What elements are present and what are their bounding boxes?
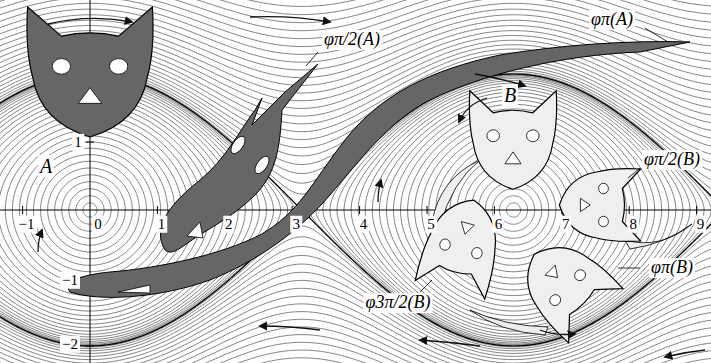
flow-arrow [459, 98, 487, 122]
axis-tick [86, 346, 94, 347]
axis-tick [22, 206, 23, 214]
level-curve [0, 304, 711, 363]
leader-line [628, 168, 640, 178]
tick-label: −1 [17, 216, 37, 233]
axis-tick [696, 206, 697, 214]
leader-line [645, 28, 668, 42]
flow-arrow [665, 350, 705, 357]
set-label: A [38, 155, 54, 177]
set-label: B [502, 84, 518, 106]
level-curve [0, 350, 711, 363]
leader-lines [306, 28, 668, 292]
axis-tick [427, 206, 428, 214]
image-label: φπ(B) [649, 258, 695, 278]
rotated-cat-b [507, 227, 623, 343]
tick-label: 9 [695, 216, 707, 233]
flow-arrow [540, 330, 575, 335]
flow-arrows [38, 17, 705, 357]
flow-arrow [48, 18, 132, 24]
sheared-cat-a [160, 64, 318, 252]
leader-line [618, 268, 640, 269]
axis-tick [494, 206, 495, 214]
cat-eye [228, 134, 248, 156]
image-label: φπ/2(B) [642, 150, 702, 170]
axis-ticks [23, 142, 697, 346]
tick-label: 4 [358, 216, 370, 233]
tick-label: 7 [560, 216, 572, 233]
flow-arrow [420, 340, 480, 346]
level-curve [0, 358, 711, 363]
cat-a [27, 7, 153, 137]
tick-label: 2 [223, 216, 235, 233]
tick-label: −1 [60, 272, 80, 289]
tick-label: 6 [493, 216, 505, 233]
cat-eye [252, 154, 272, 176]
tick-label: 0 [92, 216, 104, 233]
cat-nose [187, 222, 203, 238]
level-curve [0, 296, 711, 363]
level-curve [0, 319, 711, 363]
axis-tick [629, 206, 630, 214]
level-curve [0, 0, 711, 6]
flow-arrow [38, 230, 42, 252]
rotated-cat-b [415, 191, 509, 299]
axis-tick [86, 142, 94, 143]
tick-label: 8 [627, 216, 639, 233]
cat-tail [470, 310, 548, 335]
tick-label: 1 [156, 216, 168, 233]
image-label: φπ/2(A) [322, 30, 382, 50]
tick-label: 3 [290, 216, 302, 233]
leader-line [420, 280, 432, 292]
flow-arrow [250, 17, 330, 22]
flow-arrow [260, 326, 320, 330]
image-label: φπ(A) [589, 10, 635, 30]
flow-arrow [378, 180, 381, 202]
stretched-cat-a [68, 42, 690, 298]
level-curve [0, 335, 711, 363]
tick-label: 5 [425, 216, 437, 233]
axis-tick [359, 206, 360, 214]
axis-tick [157, 206, 158, 214]
tick-label: −2 [60, 336, 80, 353]
image-label: φ3π/2(B) [364, 293, 433, 313]
cat-nose [118, 285, 150, 293]
leader-line [306, 52, 318, 66]
level-curve [0, 312, 711, 363]
tick-label: 1 [72, 134, 84, 151]
rotated-cat-b [559, 169, 640, 242]
